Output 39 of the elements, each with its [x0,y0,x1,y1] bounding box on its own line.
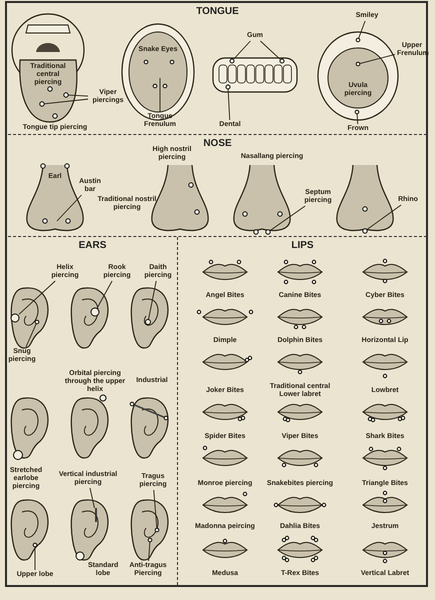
leader-line [44,98,88,104]
piercing-stud [362,228,368,234]
piercing-stud [265,229,271,235]
leader-line [233,40,251,60]
leader-line [56,194,82,222]
section-heading: LIPS [291,240,314,251]
piercing-stud [230,58,234,64]
leader-line [366,204,402,230]
piercing-stud [32,542,38,548]
piercing-stud [90,308,100,316]
piercing-stud [356,38,360,42]
piercing-stud [154,528,160,532]
leader-line [153,490,158,529]
section-heading: TONGUE [196,6,239,17]
piercing-stud [145,319,151,325]
section-panel [8,237,178,585]
section-heading: NOSE [203,138,232,149]
leader-line [26,323,37,348]
leader-line [96,280,112,308]
leader-line [148,280,157,320]
leader-line [90,488,95,508]
leader-line [260,40,280,60]
piercing-stud [148,538,152,542]
leader-line [68,94,88,96]
piercing-stud [280,58,284,64]
leader-line [356,113,358,124]
leader-line [18,280,56,315]
leader-line [358,20,366,39]
section-heading: EARS [78,240,106,251]
piercing-stud [39,101,45,107]
piercing-stud [63,92,69,98]
piercing-stud [226,84,230,90]
piercing-stud [356,62,360,66]
piercing-stud [354,110,360,114]
piercing-stud [10,314,20,322]
leader-line [148,541,150,562]
leader-line [34,546,36,570]
leader-line [359,54,396,64]
piercing-stud [34,320,40,324]
